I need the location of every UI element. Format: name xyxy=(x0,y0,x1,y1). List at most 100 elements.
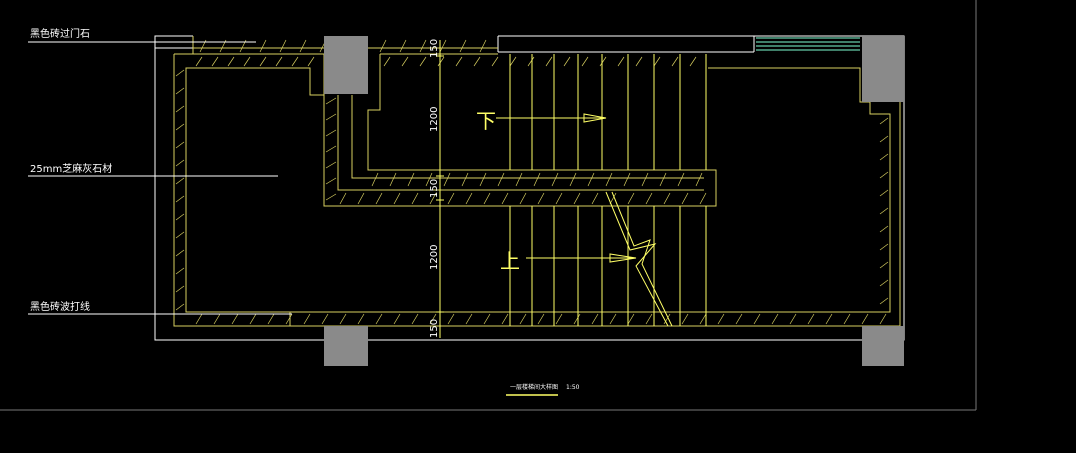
hatch-mark xyxy=(175,69,185,77)
hatch-mark xyxy=(699,192,707,205)
hatch-mark xyxy=(681,313,689,325)
hatch-mark xyxy=(393,313,401,325)
window-lines xyxy=(756,37,860,51)
hatch-mark xyxy=(437,56,445,67)
hatch-mark xyxy=(879,313,887,325)
hatch-mark xyxy=(357,192,365,205)
hatch-mark xyxy=(371,172,379,187)
hatch-mark xyxy=(533,172,541,187)
hatch-mark xyxy=(175,159,185,167)
hatch-mark xyxy=(231,313,239,325)
hatch-mark xyxy=(605,172,613,187)
hatch-mark xyxy=(393,192,401,205)
hatch-mark xyxy=(275,56,283,67)
structural-columns xyxy=(324,36,904,366)
hatch-mark xyxy=(479,172,487,187)
hatch-mark xyxy=(879,297,889,305)
hatch-mark xyxy=(175,303,185,311)
hatch-mark xyxy=(587,172,595,187)
hatch-mark xyxy=(479,39,487,53)
hatch-mark xyxy=(249,313,257,325)
hatch-mark xyxy=(243,56,251,67)
hatch-mark xyxy=(175,267,185,275)
hatch-mark xyxy=(699,313,707,325)
hatch-mark xyxy=(411,192,419,205)
hatch-mark xyxy=(491,56,499,67)
hatch-mark xyxy=(771,313,779,325)
hatch-mark xyxy=(807,313,815,325)
hatch-mark xyxy=(653,56,661,67)
hatch-mark xyxy=(379,39,387,53)
hatch-mark xyxy=(555,192,563,205)
hatch-mark xyxy=(461,172,469,187)
arrow-up-label: 上 xyxy=(500,249,520,273)
hatch-mark xyxy=(623,172,631,187)
hatch-mark xyxy=(325,177,337,185)
hatch-mark xyxy=(419,56,427,67)
hatch-mark xyxy=(879,171,889,179)
hatch-mark xyxy=(645,313,653,325)
column-bottom-left xyxy=(324,326,368,366)
hatch-mark xyxy=(515,172,523,187)
stair-treads-lower-flight xyxy=(509,206,707,326)
hatch-mark xyxy=(279,39,287,53)
hatch-mark xyxy=(375,313,383,325)
hatch-mark xyxy=(401,56,409,67)
hatch-mark xyxy=(307,56,315,67)
hatch-mark xyxy=(681,192,689,205)
dim-upper-flight: 1200 xyxy=(429,107,440,132)
hatch-mark xyxy=(861,313,869,325)
hatch-mark xyxy=(325,113,337,121)
annotation-labels: 黑色砖过门石 25mm芝麻灰石材 黑色砖波打线 xyxy=(30,27,112,313)
hatch-mark xyxy=(325,145,337,153)
hatch-mark xyxy=(195,313,203,325)
hatch-mark xyxy=(399,39,407,53)
hatch-mark xyxy=(635,56,643,67)
column-top-left xyxy=(324,36,368,94)
dimension-labels: 150 1200 150 1200 150 xyxy=(429,39,440,338)
hatch-mark xyxy=(175,123,185,131)
hatch-mark xyxy=(175,213,185,221)
hatch-mark xyxy=(267,313,275,325)
dim-landing: 150 xyxy=(429,179,440,198)
arrow-down-label: 下 xyxy=(476,109,496,133)
hatch-mark xyxy=(519,313,527,325)
hatch-mark xyxy=(545,56,553,67)
hatch-mark xyxy=(695,172,703,187)
hatch-mark xyxy=(879,279,889,287)
hatch-mark xyxy=(591,192,599,205)
hatch-mark xyxy=(303,313,311,325)
label-threshold: 黑色砖过门石 xyxy=(30,27,90,40)
hatch-mark xyxy=(473,56,481,67)
hatch-mark xyxy=(439,39,447,53)
hatch-mark xyxy=(563,56,571,67)
hatch-mark xyxy=(459,39,467,53)
hatch-mark xyxy=(285,313,293,325)
column-bottom-right xyxy=(862,326,904,366)
hatch-mark xyxy=(455,56,463,67)
hatch-mark xyxy=(375,192,383,205)
hatch-mark xyxy=(677,172,685,187)
hatch-mark xyxy=(609,313,617,325)
hatch-mark xyxy=(175,141,185,149)
hatch-mark xyxy=(175,249,185,257)
hatch-mark xyxy=(879,207,889,215)
hatch-mark xyxy=(789,313,797,325)
stair-treads-upper-flight xyxy=(509,54,707,170)
hatch-mark xyxy=(555,313,563,325)
hatch-mark xyxy=(591,313,599,325)
stair-break-line xyxy=(605,191,673,327)
hatch-mark xyxy=(843,313,851,325)
hatch-mark xyxy=(509,56,517,67)
leader-lines xyxy=(28,41,292,315)
drawing-title-text: 一层楼梯间大样图 xyxy=(510,383,558,391)
hatch-mark xyxy=(211,56,219,67)
hatch-mark xyxy=(175,177,185,185)
label-skirting: 黑色砖波打线 xyxy=(30,300,90,313)
hatch-mark xyxy=(175,195,185,203)
hatch-mark xyxy=(447,192,455,205)
hatch-mark xyxy=(465,313,473,325)
hatch-mark xyxy=(573,192,581,205)
hatch-mark xyxy=(175,87,185,95)
column-top-right xyxy=(862,36,904,102)
